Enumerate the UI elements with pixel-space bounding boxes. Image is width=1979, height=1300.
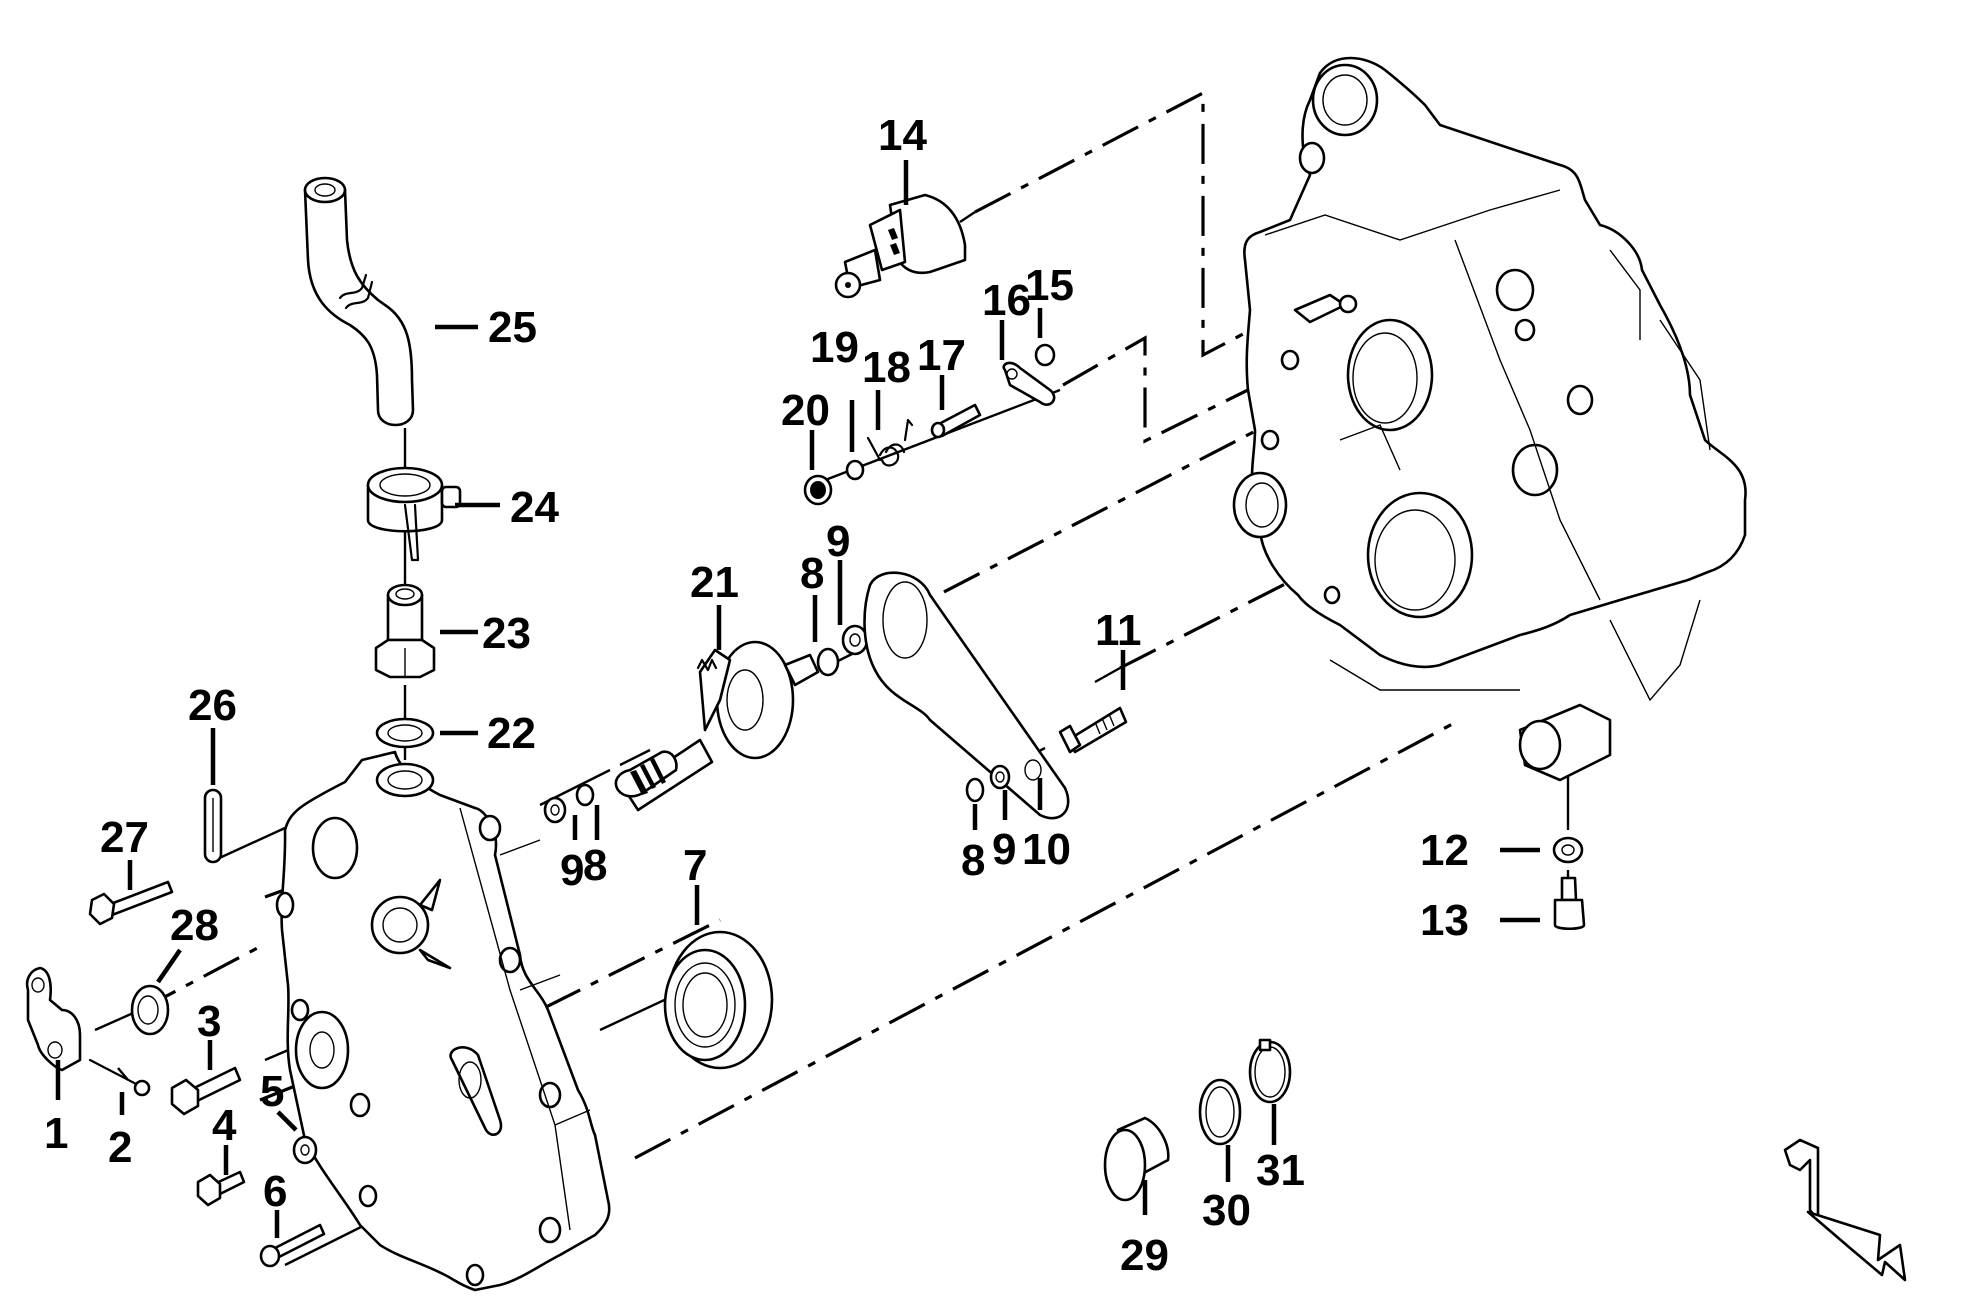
callout-25[interactable]: 25 bbox=[488, 303, 537, 352]
callout-30[interactable]: 30 bbox=[1202, 1186, 1251, 1235]
engine-logo-icon bbox=[1783, 1138, 1907, 1282]
part-21-kick-shaft[interactable] bbox=[614, 640, 820, 812]
crankcase[interactable] bbox=[1232, 56, 1747, 782]
part-18-spring[interactable] bbox=[866, 418, 914, 467]
callout-17[interactable]: 17 bbox=[917, 331, 966, 380]
part-7-bearing[interactable] bbox=[663, 930, 774, 1070]
part-30-o-ring[interactable] bbox=[1198, 1078, 1242, 1146]
part-14-starter-gear[interactable] bbox=[834, 193, 967, 299]
part-25-breather-hose[interactable] bbox=[303, 176, 415, 427]
callout-9-lower[interactable]: 9 bbox=[992, 825, 1016, 874]
part-4-flange-bolt[interactable] bbox=[196, 1170, 246, 1207]
callout-24[interactable]: 24 bbox=[510, 483, 559, 532]
part-17-pin[interactable] bbox=[930, 403, 982, 439]
part-3-flange-bolt[interactable] bbox=[170, 1066, 242, 1116]
part-16-plate[interactable] bbox=[1002, 361, 1056, 406]
callout-12[interactable]: 12 bbox=[1420, 826, 1469, 875]
callout-31[interactable]: 31 bbox=[1256, 1146, 1305, 1195]
part-12-sealing-washer[interactable] bbox=[1552, 836, 1584, 864]
part-9-washer-left[interactable] bbox=[543, 796, 567, 824]
part-28-oil-seal[interactable] bbox=[130, 984, 170, 1036]
part-8-circlip-lower[interactable] bbox=[965, 777, 985, 803]
callout-28[interactable]: 28 bbox=[170, 901, 219, 950]
part-13-drain-plug[interactable] bbox=[1553, 876, 1586, 931]
part-9-washer-lower[interactable] bbox=[989, 764, 1011, 790]
callout-14[interactable]: 14 bbox=[878, 111, 927, 160]
callout-9-upper[interactable]: 9 bbox=[826, 517, 850, 566]
callout-3[interactable]: 3 bbox=[197, 997, 221, 1046]
part-15-washer[interactable] bbox=[1034, 343, 1056, 367]
part-10-arm[interactable] bbox=[863, 571, 1070, 820]
callout-16[interactable]: 16 bbox=[982, 276, 1031, 325]
part-29-plug[interactable] bbox=[1103, 1116, 1170, 1202]
leader-lines bbox=[55, 160, 1540, 1238]
part-22-washer[interactable] bbox=[375, 717, 435, 749]
part-5-washer[interactable] bbox=[292, 1135, 318, 1165]
part-23-hose-fitting[interactable] bbox=[374, 583, 436, 679]
callout-labels: 1 2 3 4 5 6 7 9 8 8 9 8 9 10 11 12 13 14… bbox=[44, 111, 1469, 1280]
callout-13[interactable]: 13 bbox=[1420, 896, 1469, 945]
part-19-washer[interactable] bbox=[845, 459, 865, 481]
side-cover[interactable] bbox=[275, 750, 611, 1292]
callout-15[interactable]: 15 bbox=[1025, 261, 1074, 310]
callout-21[interactable]: 21 bbox=[690, 558, 739, 607]
callout-26[interactable]: 26 bbox=[188, 681, 237, 730]
callout-6[interactable]: 6 bbox=[263, 1167, 287, 1216]
part-8-circlip-upper[interactable] bbox=[816, 647, 840, 677]
callout-5[interactable]: 5 bbox=[260, 1067, 284, 1116]
part-24-hose-clamp[interactable] bbox=[366, 466, 462, 562]
callout-18[interactable]: 18 bbox=[862, 343, 911, 392]
part-31-snap-ring[interactable] bbox=[1248, 1038, 1292, 1104]
part-20-nut[interactable] bbox=[803, 474, 833, 506]
callout-8-lower[interactable]: 8 bbox=[961, 836, 985, 885]
part-8-circlip-left[interactable] bbox=[575, 783, 595, 807]
callout-29[interactable]: 29 bbox=[1120, 1231, 1169, 1280]
callout-20[interactable]: 20 bbox=[781, 386, 830, 435]
callout-19[interactable]: 19 bbox=[810, 323, 859, 372]
callout-22[interactable]: 22 bbox=[487, 709, 536, 758]
part-6-bolt[interactable] bbox=[259, 1223, 326, 1268]
callout-8-upper[interactable]: 8 bbox=[800, 549, 824, 598]
callout-27[interactable]: 27 bbox=[100, 813, 149, 862]
part-11-stud[interactable] bbox=[1058, 706, 1128, 754]
callout-11[interactable]: 11 bbox=[1095, 606, 1142, 655]
callout-1[interactable]: 1 bbox=[44, 1109, 68, 1158]
callout-9-left[interactable]: 9 bbox=[560, 846, 584, 895]
callout-8-left[interactable]: 8 bbox=[583, 841, 607, 890]
part-26-clip[interactable] bbox=[203, 788, 223, 864]
part-9-washer-upper[interactable] bbox=[841, 624, 869, 656]
callout-10[interactable]: 10 bbox=[1022, 825, 1071, 874]
part-2-small-bolt[interactable] bbox=[88, 1058, 151, 1097]
callout-7[interactable]: 7 bbox=[683, 841, 707, 890]
part-27-bolt[interactable] bbox=[88, 880, 174, 926]
callout-2[interactable]: 2 bbox=[108, 1123, 132, 1172]
part-1-bracket[interactable] bbox=[25, 966, 82, 1072]
callout-4[interactable]: 4 bbox=[212, 1101, 237, 1150]
callout-23[interactable]: 23 bbox=[482, 609, 531, 658]
